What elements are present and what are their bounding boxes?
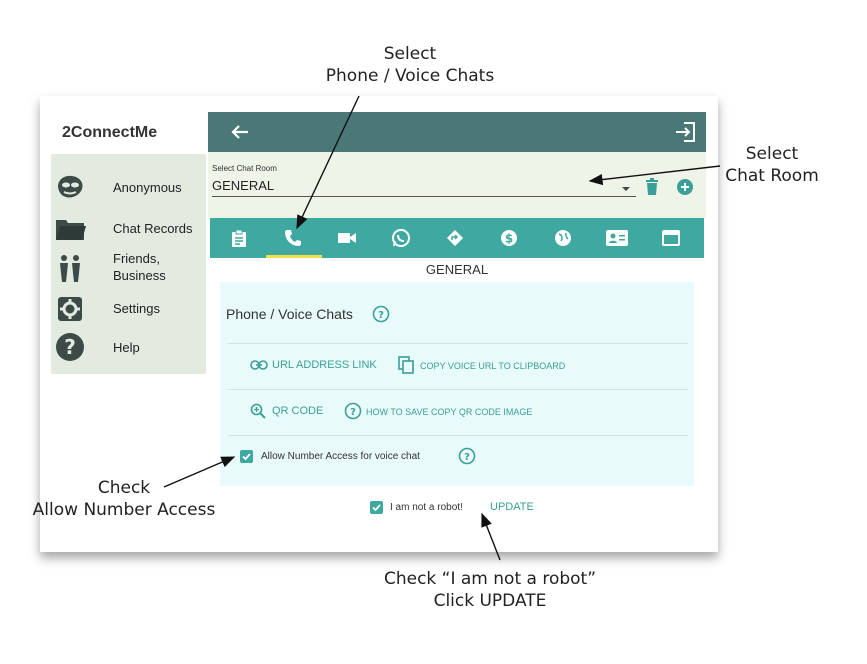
svg-text:$: $ — [505, 232, 513, 246]
divider — [228, 435, 688, 436]
dollar-circle-icon: $ — [501, 230, 517, 246]
not-a-robot-checkbox[interactable] — [370, 501, 383, 514]
copy-voice-url-button[interactable]: COPY VOICE URL TO CLIPBOARD — [420, 361, 566, 371]
logout-icon[interactable] — [672, 118, 700, 146]
help-circle-icon: ? — [53, 332, 87, 362]
callout-check-robot: Check “I am not a robot” Click UPDATE — [340, 568, 640, 612]
tab-payment[interactable]: $ — [482, 218, 536, 258]
gear-icon — [53, 294, 87, 324]
help-outline-icon[interactable]: ? — [372, 305, 390, 328]
app-name: 2ConnectMe — [62, 124, 158, 141]
room-title: GENERAL — [425, 262, 489, 277]
voice-chat-card — [220, 282, 694, 486]
sidebar-item-help[interactable]: ? Help — [51, 332, 206, 362]
divider — [228, 343, 688, 344]
update-button[interactable]: UPDATE — [490, 501, 534, 513]
sidebar-item-label: Friends, Business — [113, 251, 166, 283]
tab-directions[interactable] — [428, 218, 482, 258]
callout-text: Chat Room — [725, 166, 819, 186]
sidebar-item-friends-business[interactable]: Friends, Business — [51, 250, 206, 286]
callout-check-allow: Check Allow Number Access — [18, 477, 230, 521]
people-icon — [53, 250, 87, 286]
back-arrow-icon[interactable] — [226, 118, 254, 146]
callout-text: Phone / Voice Chats — [325, 66, 495, 86]
callout-select-room: Select Chat Room — [712, 143, 832, 187]
tab-phone-voice[interactable] — [266, 218, 320, 258]
tab-video[interactable] — [320, 218, 374, 258]
svg-text:?: ? — [350, 407, 356, 418]
callout-text: Click UPDATE — [433, 591, 547, 611]
sidebar-item-label: Help — [113, 340, 140, 355]
tab-web-asset[interactable] — [644, 218, 698, 258]
svg-text:?: ? — [64, 335, 76, 359]
help-outline-icon[interactable]: ? — [344, 402, 362, 425]
url-address-link-button[interactable]: URL ADDRESS LINK — [272, 359, 377, 371]
directions-icon — [447, 230, 463, 246]
chat-room-label: Select Chat Room — [212, 164, 277, 173]
svg-text:?: ? — [464, 452, 470, 463]
callout-text: Check — [97, 478, 151, 498]
globe-icon — [555, 230, 571, 246]
help-outline-icon[interactable]: ? — [458, 447, 476, 470]
web-asset-icon — [662, 230, 680, 246]
anonymous-mask-icon — [53, 172, 87, 202]
tab-clipboard[interactable] — [212, 218, 266, 258]
divider — [228, 389, 688, 390]
allow-number-label: Allow Number Access for voice chat — [261, 451, 420, 462]
how-to-save-qr-button[interactable]: HOW TO SAVE COPY QR CODE IMAGE — [366, 407, 533, 417]
folder-icon — [53, 214, 87, 244]
chevron-down-icon[interactable] — [620, 180, 632, 198]
top-app-bar — [208, 112, 706, 152]
sidebar-item-label: Settings — [113, 301, 160, 316]
chat-room-select-underline — [212, 196, 636, 197]
sidebar-item-label: Anonymous — [113, 180, 182, 195]
sidebar-item-settings[interactable]: Settings — [51, 294, 206, 324]
voice-heading: Phone / Voice Chats — [226, 306, 353, 322]
allow-number-checkbox[interactable] — [240, 450, 253, 463]
contact-card-icon — [606, 230, 628, 246]
chat-room-bar — [208, 152, 706, 218]
tab-web[interactable] — [536, 218, 590, 258]
link-icon — [250, 358, 268, 376]
callout-text: Check “I am not a robot” — [383, 569, 597, 589]
callout-text: Select — [745, 144, 799, 164]
not-a-robot-label: I am not a robot! — [390, 502, 463, 513]
tab-whatsapp[interactable] — [374, 218, 428, 258]
active-tab-indicator — [266, 255, 322, 258]
feature-tab-bar: $ — [210, 218, 704, 258]
tab-contact[interactable] — [590, 218, 644, 258]
callout-text: Select — [383, 44, 437, 64]
qr-code-button[interactable]: QR CODE — [272, 405, 324, 417]
svg-text:?: ? — [378, 310, 384, 321]
copy-icon — [398, 356, 414, 379]
whatsapp-icon — [392, 229, 410, 247]
sidebar-item-chat-records[interactable]: Chat Records — [51, 214, 206, 244]
delete-icon[interactable] — [645, 178, 659, 201]
sidebar-item-anonymous[interactable]: Anonymous — [51, 172, 206, 202]
clipboard-icon — [232, 229, 246, 247]
callout-text: Allow Number Access — [32, 500, 216, 520]
add-circle-icon[interactable] — [676, 178, 694, 201]
phone-icon — [285, 230, 301, 246]
callout-select-phone: Select Phone / Voice Chats — [300, 43, 520, 87]
chat-room-select[interactable]: GENERAL — [212, 178, 275, 193]
zoom-icon — [250, 403, 266, 424]
sidebar-item-label: Chat Records — [113, 221, 193, 236]
video-camera-icon — [338, 233, 356, 243]
